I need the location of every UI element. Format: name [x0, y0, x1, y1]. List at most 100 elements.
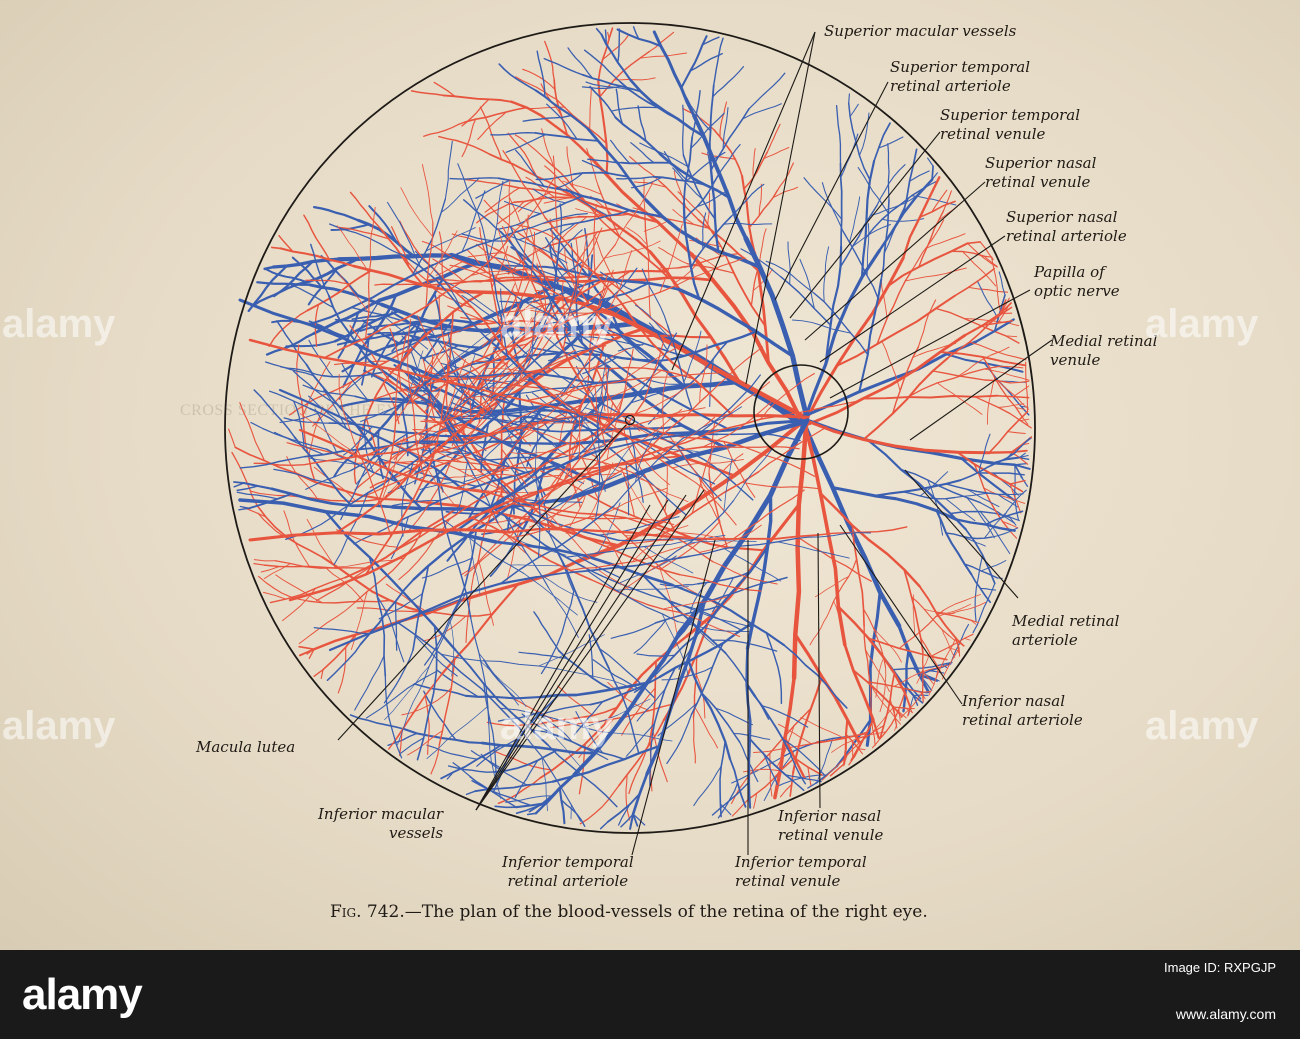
arteriole-branch: [543, 510, 591, 559]
venule-branch: [647, 389, 683, 425]
venule-branch: [632, 813, 639, 827]
arteriole-branch: [766, 123, 781, 153]
arteriole-branch: [467, 249, 487, 273]
leader-superior-macular-2: [745, 31, 816, 385]
venule-branch: [620, 813, 634, 828]
venule-branch: [634, 304, 673, 340]
arteriole-branch: [698, 475, 721, 524]
venule-branch: [534, 89, 590, 131]
venule-branch: [979, 587, 997, 591]
arteriole-branch: [777, 723, 812, 745]
venule-branch: [617, 803, 631, 826]
arteriole-branch: [505, 179, 511, 244]
arteriole-branch: [743, 151, 769, 190]
arteriole-branch: [522, 68, 556, 90]
venule-branch: [560, 799, 586, 828]
arteriole-branch: [796, 535, 872, 582]
arteriole-branch: [653, 265, 690, 273]
arteriole-branch: [1009, 479, 1026, 485]
venule-branch: [1014, 437, 1031, 454]
arteriole-branch: [575, 208, 612, 221]
venule-branch: [341, 363, 368, 401]
venule-branch: [637, 105, 647, 142]
arteriole-branch: [831, 735, 869, 753]
venule-branch: [293, 400, 305, 450]
arteriole-branch: [461, 98, 490, 127]
arteriole-branch: [892, 706, 907, 709]
venule-branch: [290, 284, 334, 309]
venule-branch: [268, 390, 311, 410]
venule-branch: [615, 88, 624, 125]
label-line: Superior nasal: [985, 154, 1097, 172]
arteriole-branch: [298, 601, 356, 645]
arteriole-branch: [967, 286, 1009, 293]
arteriole-branch: [1015, 407, 1026, 410]
venule-branch: [972, 582, 996, 634]
venule-branch: [462, 199, 502, 233]
venule-branch: [476, 737, 520, 767]
venule-branch: [340, 446, 381, 521]
venule-branch: [1014, 464, 1019, 521]
arteriole-branch: [542, 480, 585, 531]
arteriole-branch: [772, 186, 799, 198]
venule-branch: [480, 410, 534, 463]
venule-branch: [558, 787, 566, 825]
venule-branch: [576, 365, 596, 402]
arteriole-branch: [958, 346, 1010, 377]
venule-branch: [558, 203, 563, 245]
arteriole-branch: [923, 608, 955, 614]
venule-branch: [609, 139, 631, 164]
venule-branch: [384, 675, 403, 759]
venule-branch: [634, 430, 659, 483]
arteriole-branch: [643, 338, 665, 402]
arteriole-branch: [283, 510, 310, 567]
arteriole-branch: [507, 132, 538, 177]
leader-superior-temporal-arteriole: [774, 81, 889, 301]
arteriole-branch: [594, 567, 631, 591]
venule-branch: [883, 198, 909, 254]
venule-branch: [618, 538, 708, 542]
venule-branch: [870, 194, 919, 217]
arteriole-branch: [741, 481, 820, 490]
leader-inferior-nasal-arteriole: [839, 524, 963, 705]
venule-branch: [953, 492, 992, 499]
venule-branch: [505, 426, 538, 484]
arteriole-branch: [425, 337, 452, 377]
venule-branch: [406, 374, 432, 398]
arteriole-branch: [997, 380, 1030, 410]
arteriole-branch: [423, 282, 474, 309]
venule-branch: [565, 299, 601, 315]
venule-branch: [523, 572, 578, 616]
venule-branch: [415, 459, 454, 502]
venule-branch: [730, 183, 765, 217]
arteriole-branch: [892, 706, 903, 718]
leader-medial-arteriole: [904, 469, 1019, 599]
venule-branch: [384, 665, 430, 720]
venule-branch: [600, 33, 632, 82]
leader-superior-nasal-arteriole: [819, 235, 1006, 363]
arteriole-branch: [639, 52, 688, 59]
label-line: venule: [1050, 351, 1101, 369]
venule-branch: [731, 756, 783, 784]
venule-branch: [481, 520, 529, 535]
venule-branch: [544, 237, 568, 271]
arteriole-branch: [417, 315, 448, 378]
arteriole-branch: [776, 162, 794, 192]
arteriole-branch: [462, 399, 498, 446]
venule-branch: [648, 322, 670, 352]
venule-branch: [273, 468, 333, 485]
arteriole-branch: [672, 263, 698, 285]
venule-branch: [715, 707, 753, 726]
arteriole-branch: [504, 425, 569, 444]
venule-branch: [403, 370, 446, 409]
venule-branch: [887, 143, 890, 201]
arteriole-branch: [459, 390, 509, 400]
arteriole-branch: [866, 681, 922, 693]
arteriole-branch: [659, 223, 683, 293]
venule-branch: [799, 258, 815, 310]
venule-branch: [233, 481, 245, 484]
arteriole-branch: [302, 361, 331, 416]
